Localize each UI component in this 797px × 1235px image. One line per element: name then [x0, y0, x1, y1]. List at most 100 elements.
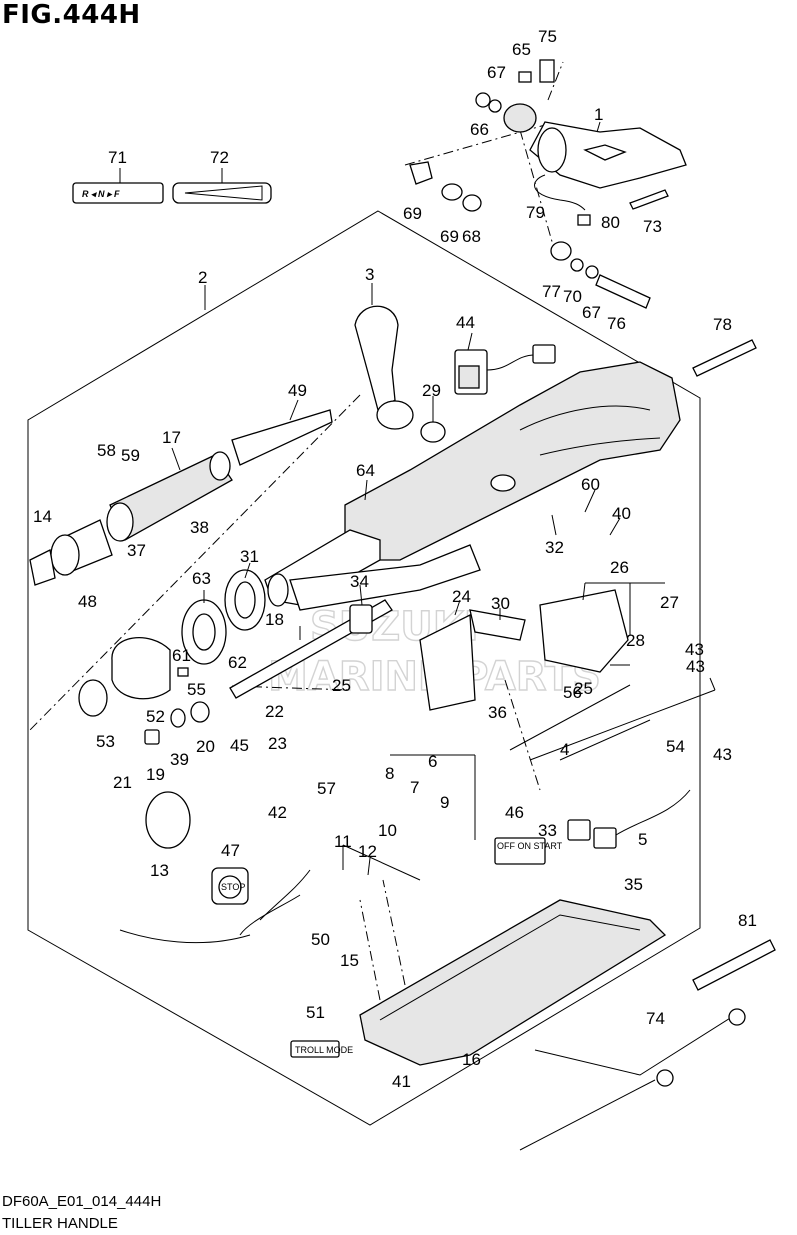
callout-number: 31	[240, 547, 259, 566]
figure-title: FIG.444H	[2, 0, 141, 30]
switch-panel-text: OFF ON START	[497, 841, 563, 851]
shift-decal-text: R ◂ N ▸ F	[82, 189, 120, 199]
figure-name: TILLER HANDLE	[2, 1215, 118, 1232]
callout-number: 59	[121, 446, 140, 465]
callout-number: 20	[196, 737, 215, 756]
callout-number: 10	[378, 821, 397, 840]
switch-45	[454, 344, 556, 395]
stop-button-text: STOP	[221, 882, 245, 892]
callout-number: 9	[440, 793, 449, 812]
callout-number: 71	[108, 148, 127, 167]
callout-number: 75	[538, 27, 557, 46]
callout-number: 43	[686, 657, 705, 676]
callout-number: 37	[127, 541, 146, 560]
assembly-frame	[27, 210, 701, 1126]
callout-number: 68	[462, 227, 481, 246]
callout-number: 36	[488, 703, 507, 722]
decal-72	[172, 182, 272, 204]
callout-number: 67	[582, 303, 601, 322]
callout-number: 54	[666, 737, 685, 756]
callout-number: 35	[624, 875, 643, 894]
callout-number: 33	[538, 821, 557, 840]
callout-number: 21	[113, 773, 132, 792]
callout-number: 4	[560, 740, 569, 759]
switch-panel: OFF ON START	[494, 837, 563, 865]
callout-number: 27	[660, 593, 679, 612]
callout-number: 72	[210, 148, 229, 167]
callout-number: 43	[685, 640, 704, 659]
callout-number: 52	[146, 707, 165, 726]
shift-grip	[354, 305, 446, 443]
callout-number: 65	[512, 40, 531, 59]
throttle-grip	[29, 409, 333, 586]
callout-number: 46	[505, 803, 524, 822]
leader-lines	[119, 121, 716, 881]
callout-number: 55	[187, 680, 206, 699]
callout-number: 19	[146, 765, 165, 784]
callout-number: 18	[265, 610, 284, 629]
callout-number: 28	[626, 631, 645, 650]
tow-rod	[519, 1008, 746, 1151]
callout-number: 58	[97, 441, 116, 460]
callout-number: 38	[190, 518, 209, 537]
callout-number: 32	[545, 538, 564, 557]
callout-number: 23	[268, 734, 287, 753]
callout-number: 11	[334, 832, 352, 851]
knob-parts	[78, 637, 210, 849]
troll-mode-label: TROLL MODE	[290, 1040, 353, 1058]
callout-number: 69	[440, 227, 459, 246]
callout-number: 64	[356, 461, 375, 480]
callout-number: 61	[172, 646, 191, 665]
callout-number: 66	[470, 120, 489, 139]
callout-number: 39	[170, 750, 189, 769]
callout-number: 53	[96, 732, 115, 751]
callout-number: 43	[713, 745, 732, 764]
tiller-arm	[264, 361, 681, 611]
callout-number: 7	[410, 778, 419, 797]
callout-number: 2	[198, 268, 207, 287]
callout-number: 34	[350, 572, 369, 591]
callout-number: 40	[612, 504, 631, 523]
callout-number: 76	[607, 314, 626, 333]
callout-number: 29	[422, 381, 441, 400]
callout-number: 50	[311, 930, 330, 949]
callout-number: 15	[340, 951, 359, 970]
callout-number: 13	[150, 861, 169, 880]
rods	[692, 339, 776, 991]
callout-number: 6	[428, 752, 437, 771]
callout-number: 60	[581, 475, 600, 494]
callout-number: 70	[563, 287, 582, 306]
callout-number: 12	[358, 842, 377, 861]
callout-number: 69	[403, 204, 422, 223]
callout-number: 45	[230, 736, 249, 755]
callout-number: 44	[456, 313, 475, 332]
callout-number: 22	[265, 702, 284, 721]
callout-number: 14	[33, 507, 52, 526]
callout-number: 62	[228, 653, 247, 672]
callout-number: 8	[385, 764, 394, 783]
callout-number: 16	[462, 1050, 481, 1069]
callout-number: 77	[542, 282, 561, 301]
bottom-cover	[359, 899, 667, 1066]
bracket-assembly	[409, 59, 687, 309]
troll-mode-text: TROLL MODE	[295, 1045, 353, 1055]
callout-number: 56	[563, 683, 582, 702]
callout-number: 49	[288, 381, 307, 400]
callout-number: 30	[491, 594, 510, 613]
callout-number: 26	[610, 558, 629, 577]
callout-number: 25	[332, 676, 351, 695]
callout-number: 79	[526, 203, 545, 222]
callout-number: 48	[78, 592, 97, 611]
cables	[119, 684, 716, 944]
callout-number: 24	[452, 587, 471, 606]
callout-number: 3	[365, 265, 374, 284]
callout-number: 25	[574, 679, 593, 698]
callout-number: 17	[162, 428, 181, 447]
callout-number: 73	[643, 217, 662, 236]
callout-number: 47	[221, 841, 240, 860]
figure-code: DF60A_E01_014_444H	[2, 1193, 162, 1210]
control-brackets	[419, 589, 629, 711]
callout-number: 81	[738, 911, 757, 930]
